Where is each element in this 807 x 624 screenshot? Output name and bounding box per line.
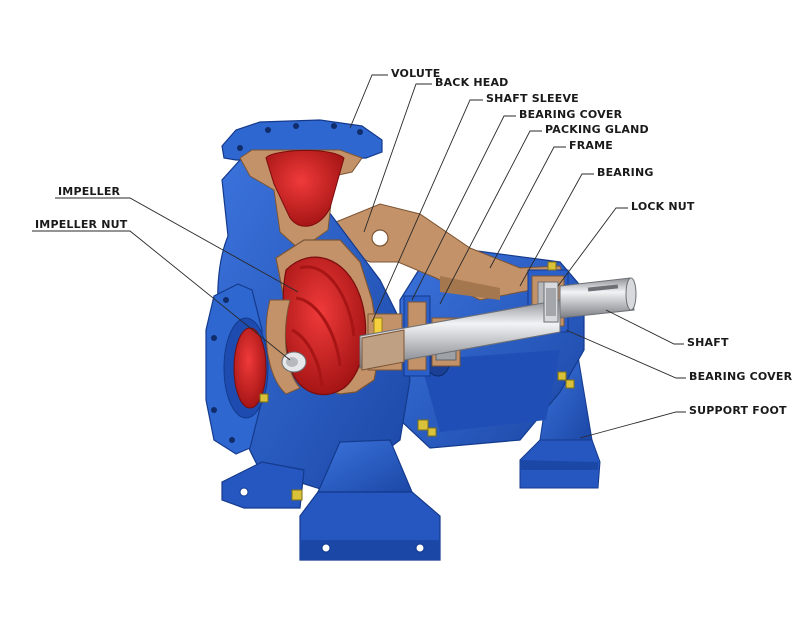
label-shaft: SHAFT — [687, 336, 729, 349]
leader-back-head — [363, 83, 432, 233]
pump-body — [205, 119, 637, 561]
part-labels: VOLUTE BACK HEAD SHAFT SLEEVE BEARING CO… — [35, 67, 793, 417]
leader-bearing-cover-bottom — [565, 329, 686, 379]
bolts — [259, 261, 575, 501]
impeller-nut — [281, 351, 307, 373]
leader-bearing — [519, 173, 594, 287]
label-impeller-nut: IMPELLER NUT — [35, 218, 128, 231]
leader-lock-nut — [557, 207, 628, 287]
leader-volute — [349, 74, 388, 129]
front-support-foot — [299, 439, 441, 561]
leader-bearing-cover-top — [411, 115, 516, 301]
label-bearing-cover-bottom: BEARING COVER — [689, 370, 793, 383]
label-packing-gland: PACKING GLAND — [545, 123, 649, 136]
casing-left-foot — [221, 461, 305, 509]
leader-impeller — [55, 197, 299, 293]
label-back-head: BACK HEAD — [435, 76, 509, 89]
label-impeller: IMPELLER — [58, 185, 121, 198]
leader-support-foot — [579, 411, 686, 439]
label-shaft-sleeve: SHAFT SLEEVE — [486, 92, 579, 105]
leader-shaft — [605, 309, 684, 345]
leader-packing-gland — [439, 130, 542, 305]
leader-impeller-nut — [32, 230, 291, 361]
bronze-frame-bracket — [335, 203, 567, 301]
leader-shaft-sleeve — [371, 99, 483, 323]
label-bearing: BEARING — [597, 166, 654, 179]
shaft-sleeve — [361, 329, 405, 371]
label-volute: VOLUTE — [391, 67, 440, 80]
leader-frame — [489, 146, 566, 269]
lock-nut — [543, 281, 559, 323]
shaft — [359, 277, 637, 369]
label-frame: FRAME — [569, 139, 613, 152]
label-support-foot: SUPPORT FOOT — [689, 404, 787, 417]
label-bearing-cover-top: BEARING COVER — [519, 108, 623, 121]
label-lock-nut: LOCK NUT — [631, 200, 695, 213]
leader-lines — [32, 74, 686, 439]
